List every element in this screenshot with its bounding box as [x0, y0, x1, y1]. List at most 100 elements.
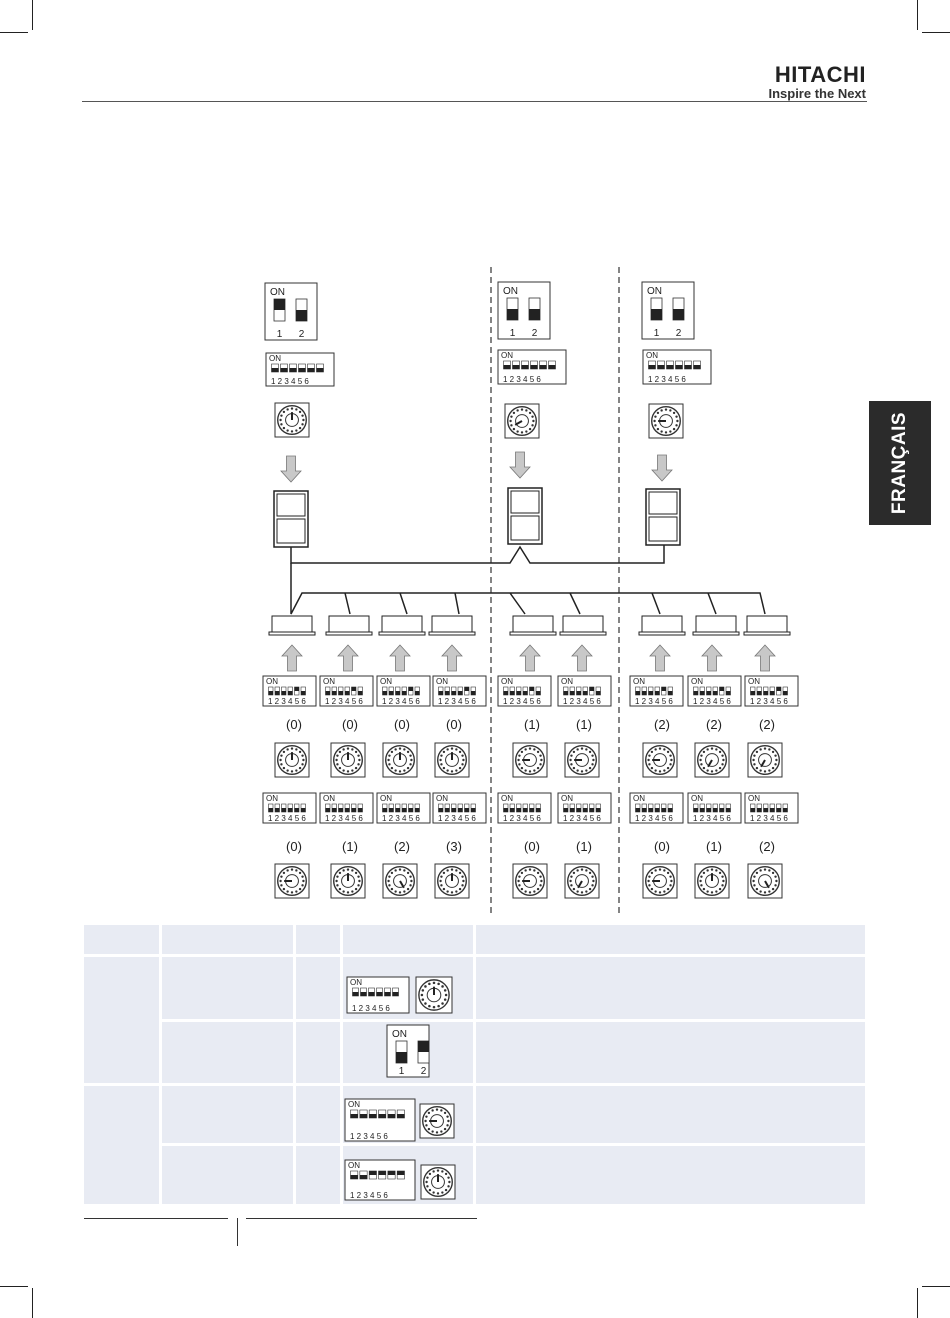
rotary-tick	[441, 1191, 444, 1194]
rotary-tick	[403, 748, 406, 751]
indoor-rsw2-refrigerant	[330, 742, 366, 778]
rotary-tick	[290, 747, 294, 750]
indoor-rsw1-address	[694, 863, 730, 899]
flow-arrow-up	[701, 644, 723, 672]
rotary-tick	[675, 415, 678, 418]
flow-arrow-up	[571, 644, 593, 672]
rotary-tick	[286, 748, 289, 751]
rotary-tick	[516, 409, 519, 412]
rotary-pointer	[514, 420, 523, 426]
dip-pin-lever	[648, 365, 656, 369]
rotary-tick	[585, 748, 588, 751]
rotary-tick	[358, 758, 361, 762]
rotary-tick	[755, 766, 759, 770]
dip-pin-numbers: 1 2 3 4 5 6	[325, 697, 363, 706]
rotary-tick	[427, 1127, 431, 1131]
rotary-tick	[753, 884, 756, 887]
rotary-tick	[441, 1002, 444, 1005]
rotary-tick	[533, 890, 536, 893]
dip-pin-lever	[369, 1114, 377, 1118]
rotary-tick	[650, 766, 654, 770]
brand-tagline: Inspire the Next	[768, 86, 866, 101]
dip-pin-lever	[655, 808, 660, 812]
dip-pin-lever	[382, 808, 387, 812]
rotary-tick	[409, 875, 412, 878]
arrow-shape	[441, 644, 463, 672]
dip-pin-numbers: 1 2 3 4 5 6	[382, 697, 420, 706]
dip-pin-numbers: 1 2 3 4 5 6	[268, 814, 306, 823]
rotary-tick	[458, 766, 462, 770]
rotary-tick	[528, 427, 532, 431]
arrow-shape	[571, 644, 593, 672]
rotary-tick	[570, 875, 573, 878]
rotary-tick	[525, 409, 528, 412]
rotary-tick	[700, 754, 703, 757]
rotary-tick	[443, 989, 447, 992]
dip-pin-lever	[464, 808, 469, 812]
rotary-tick	[663, 748, 666, 751]
rotary-tick	[443, 998, 447, 1001]
dip-on-label: ON	[380, 677, 392, 686]
dip-pin-lever	[332, 808, 337, 812]
dip-pin-number: 1	[399, 1066, 405, 1077]
rotary-tick	[654, 890, 657, 893]
rotary-tick	[442, 887, 446, 891]
dip-pin-lever	[642, 691, 647, 695]
indoor-unit	[428, 615, 476, 636]
dip-pin-lever	[274, 299, 285, 310]
rotary-tick	[390, 750, 394, 754]
dip-pin-lever	[294, 687, 299, 691]
rotary-tick	[406, 766, 410, 770]
dip-pin-lever	[510, 691, 515, 695]
rotary-tick	[654, 748, 657, 751]
indoor-unit	[268, 615, 316, 636]
rotary-tick	[539, 875, 542, 878]
rotary-tick	[517, 879, 520, 883]
rotary-tick	[715, 890, 718, 893]
rotary-tick	[388, 875, 391, 878]
dip-pin-numbers: 1 2 3 4 5 6	[438, 697, 476, 706]
outdoor-dsw-6pin: ON1 2 3 4 5 6	[497, 349, 567, 385]
rotary-tick	[447, 1185, 450, 1188]
rotary-tick	[540, 758, 543, 762]
rotary-tick	[435, 1108, 439, 1111]
dip-on-label: ON	[561, 794, 573, 803]
rotary-tick	[301, 884, 304, 887]
footer-rule	[246, 1218, 477, 1219]
rotary-tick	[755, 887, 759, 891]
rotary-tick	[351, 748, 354, 751]
dip-pin-lever	[596, 691, 601, 695]
indoor-dsw5-refrigerant: ON1 2 3 4 5 6	[629, 675, 684, 707]
rotary-tick	[301, 423, 304, 426]
rotary-tick	[540, 879, 543, 883]
dip-pin-lever	[529, 687, 534, 691]
legend-rsw	[420, 1164, 456, 1200]
rotary-tick	[700, 763, 703, 766]
rotary-tick	[282, 887, 286, 891]
rotary-tick	[432, 1170, 435, 1173]
dip-pin-lever	[301, 808, 306, 812]
rotary-tick	[531, 424, 534, 427]
dip-switch-frame	[344, 1098, 416, 1142]
dip-pin-numbers: 1 2 3 4 5 6	[350, 1132, 388, 1141]
rotary-tick	[338, 871, 342, 875]
rotary-tick	[536, 766, 540, 770]
rotary-tick	[592, 879, 595, 883]
rotary-tick	[663, 869, 666, 872]
dip-pin-number: 2	[676, 328, 682, 339]
rotary-tick	[666, 871, 670, 875]
dip-pin-lever	[530, 365, 538, 369]
rotary-tick	[410, 758, 413, 762]
rotary-tick	[585, 890, 588, 893]
outdoor-unit	[273, 490, 309, 548]
rotary-tick	[390, 871, 394, 875]
dip-pin-lever	[576, 808, 581, 812]
dip-on-label: ON	[501, 677, 513, 686]
rotary-tick	[298, 426, 302, 430]
rotary-tick	[462, 879, 465, 883]
rotary-pointer	[399, 880, 405, 889]
rotary-tick	[576, 890, 579, 893]
table-cell	[162, 1022, 293, 1083]
table-cell	[162, 1146, 293, 1204]
rotary-tick	[768, 869, 771, 872]
